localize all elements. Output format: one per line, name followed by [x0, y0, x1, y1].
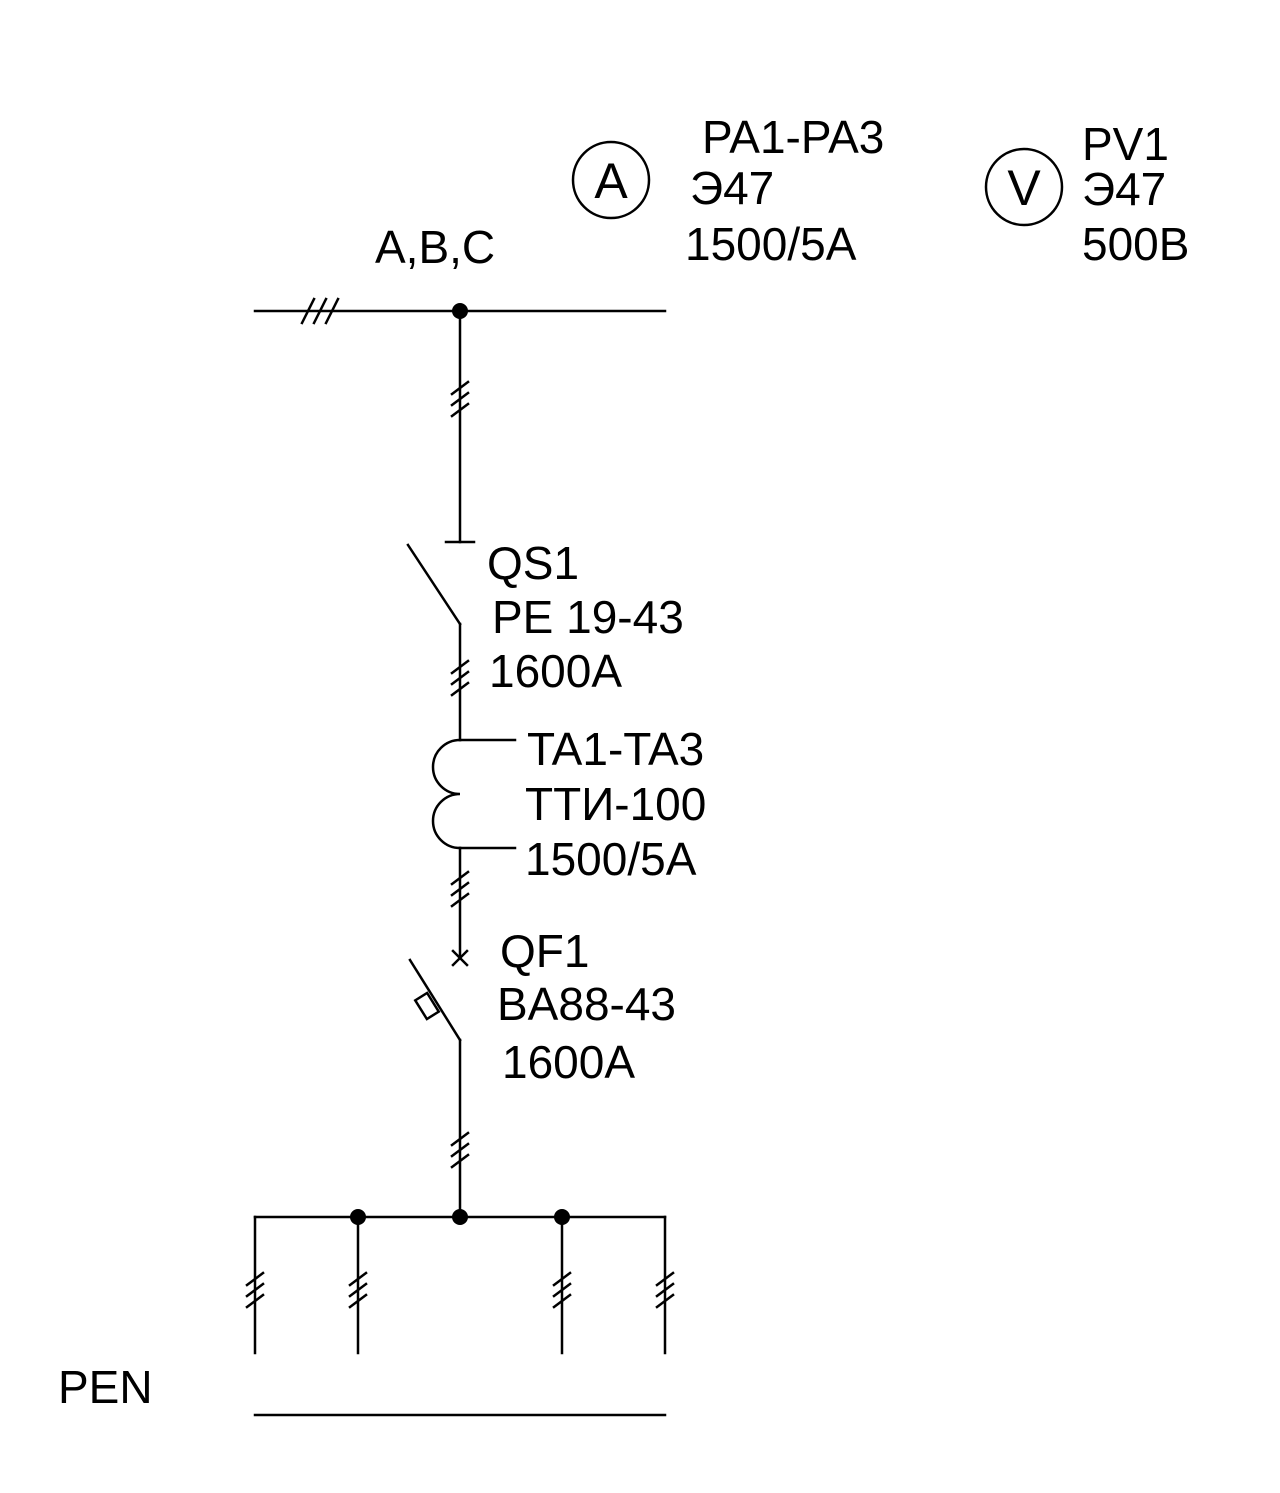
- disconnector-designation: QS1: [487, 537, 579, 589]
- outgoing-feeder-3: [552, 1215, 572, 1355]
- ammeter-model: Э47: [690, 162, 774, 214]
- ct-designation: TA1-TA3: [527, 723, 704, 775]
- voltmeter-letter: V: [1007, 160, 1041, 216]
- disconnector-model: PE 19-43: [492, 591, 684, 643]
- current-transformer-symbol: [431, 738, 517, 958]
- breaker-rating: 1600A: [502, 1036, 635, 1088]
- voltmeter-designation: PV1: [1082, 118, 1169, 170]
- ct-rating: 1500/5A: [525, 833, 697, 885]
- breaker-model: BA88-43: [497, 978, 676, 1030]
- breaker-symbol: [408, 949, 470, 1219]
- breaker-designation: QF1: [500, 925, 589, 977]
- pen-label: PEN: [58, 1361, 153, 1413]
- ammeter-designation: PA1-PA3: [702, 111, 884, 163]
- ammeter-letter: A: [594, 153, 628, 209]
- bottom-busbar: [245, 1209, 675, 1355]
- ammeter-rating: 1500/5A: [685, 218, 857, 270]
- outgoing-feeder-4: [655, 1215, 675, 1355]
- voltmeter-rating: 500B: [1082, 218, 1189, 270]
- disconnector-rating: 1600A: [489, 645, 622, 697]
- ammeter-symbol: A: [571, 140, 651, 220]
- ct-model: TTИ-100: [525, 778, 706, 830]
- voltmeter-symbol: V: [984, 147, 1064, 227]
- outgoing-feeder-1: [245, 1215, 265, 1355]
- disconnector-symbol: [406, 543, 470, 742]
- outgoing-feeder-2: [348, 1215, 368, 1355]
- voltmeter-model: Э47: [1082, 163, 1166, 215]
- feeder-upper: [444, 309, 476, 544]
- bus-label: A,B,C: [375, 221, 495, 273]
